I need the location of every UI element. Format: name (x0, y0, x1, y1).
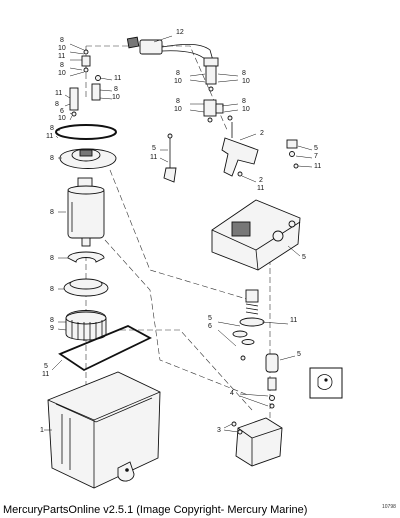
callout-1: 1 (40, 427, 44, 434)
sensor-connector-group (189, 65, 239, 123)
callout-9: 9 (50, 325, 54, 332)
callout-11-a: 11 (58, 53, 65, 60)
wiring-harness (126, 35, 219, 67)
float-valve-assembly (217, 289, 289, 361)
callout-10-c: 10 (112, 94, 120, 101)
needle-valve (239, 353, 296, 409)
diagram-reference-code: 10798 (382, 504, 396, 510)
callout-2-b: 2 (259, 177, 263, 184)
sensor-bracket (221, 122, 259, 183)
callout-8-h: 8 (50, 255, 54, 262)
fitting-stack-top (69, 43, 113, 101)
electric-fuel-pump (58, 177, 105, 247)
callout-11-c: 11 (55, 90, 62, 97)
callout-8-i: 8 (50, 286, 54, 293)
callout-10-d: 10 (58, 115, 66, 122)
fitting-stack-left (64, 87, 79, 121)
pump-retainer (58, 278, 109, 297)
callout-11-f: 11 (150, 154, 157, 161)
callout-10-h: 10 (242, 106, 250, 113)
callout-11-h: 11 (257, 185, 264, 192)
callout-4: 4 (230, 390, 234, 397)
callout-8-e: 8 (50, 125, 54, 132)
callout-8-l: 8 (242, 70, 246, 77)
callout-5-a: 5 (44, 363, 48, 370)
pump-clip (58, 251, 105, 263)
assembly-centerline-pump-housing (104, 239, 249, 396)
callout-12: 12 (176, 29, 184, 36)
callout-5-c: 5 (314, 145, 318, 152)
callout-10-g: 10 (174, 106, 182, 113)
callout-8-b: 8 (60, 62, 64, 69)
callout-8-f: 8 (50, 155, 54, 162)
image-copyright-footer: MercuryPartsOnline v2.5.1 (Image Copyrig… (3, 504, 308, 516)
callout-10-a: 10 (58, 45, 66, 52)
assembly-centerline-bowl (120, 329, 253, 411)
callout-3: 3 (217, 427, 221, 434)
callout-11-b: 11 (114, 75, 121, 82)
callout-8-c: 8 (114, 86, 118, 93)
detail-inset (309, 367, 343, 399)
callout-8-m: 8 (176, 98, 180, 105)
callout-8-a: 8 (60, 37, 64, 44)
filter-screen (57, 310, 107, 341)
callout-11-i: 11 (290, 317, 297, 324)
callout-11-g: 11 (314, 163, 321, 170)
callout-10-e: 10 (174, 78, 182, 85)
callout-7: 7 (314, 153, 318, 160)
callout-8-j: 8 (50, 317, 54, 324)
callout-5-f: 5 (297, 351, 301, 358)
callout-5-b: 5 (152, 145, 156, 152)
fuel-bowl (44, 371, 161, 489)
callout-6-a: 6 (60, 108, 64, 115)
callout-2-a: 2 (260, 130, 264, 137)
o-ring (55, 124, 117, 140)
callout-8-n: 8 (242, 98, 246, 105)
callout-11-e: 11 (42, 371, 49, 378)
callout-5-e: 5 (208, 315, 212, 322)
callout-5-d: 5 (302, 254, 306, 261)
callout-6-b: 6 (208, 323, 212, 330)
vent-fitting (286, 139, 313, 169)
cooler-bracket (223, 417, 283, 467)
callout-8-g: 8 (50, 209, 54, 216)
callout-8-k: 8 (176, 70, 180, 77)
callout-11-d: 11 (46, 133, 53, 140)
callout-10-b: 10 (58, 70, 66, 77)
pump-cover-plate (58, 148, 117, 169)
separator-cover (211, 199, 301, 271)
bracket-bolt (159, 133, 177, 183)
callout-8-d: 8 (55, 101, 59, 108)
callout-10-f: 10 (242, 78, 250, 85)
bowl-gasket (51, 325, 152, 372)
